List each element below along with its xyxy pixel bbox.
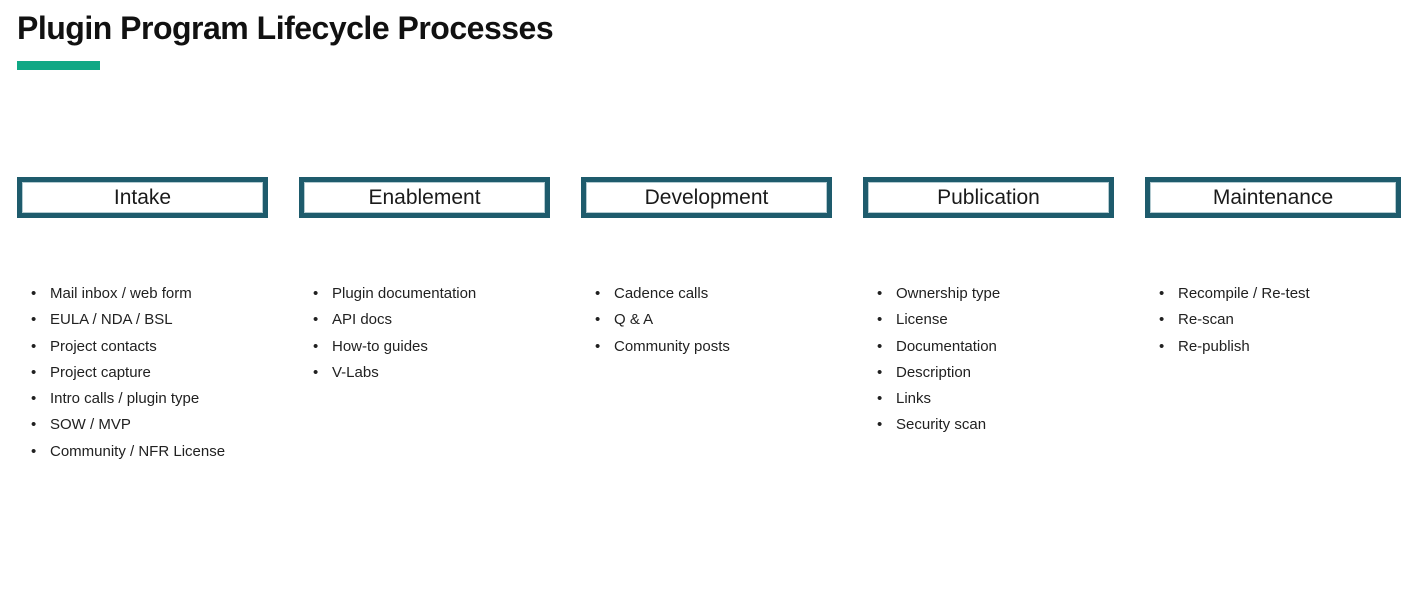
bullet-icon: •: [877, 390, 883, 408]
list-item-text: Q & A: [614, 311, 654, 329]
list-item: • EULA / NDA / BSL: [17, 307, 268, 333]
bullet-icon: •: [877, 363, 883, 381]
list-item: • API docs: [299, 307, 550, 333]
list-item-text: SOW / MVP: [50, 416, 131, 434]
bullet-icon: •: [31, 442, 37, 460]
bullet-icon: •: [1159, 285, 1165, 302]
list-item-text: Community posts: [614, 337, 730, 355]
list-item: • Project capture: [17, 360, 268, 386]
list-item: • Documentation: [863, 334, 1114, 360]
bullet-icon: •: [313, 285, 319, 302]
column-publication: Publication • Ownership type • License • Docu…: [863, 177, 1114, 465]
list-item: • Intro calls / plugin type: [17, 386, 268, 412]
list-item: • Ownership type: [863, 281, 1114, 307]
list-item-text: License: [896, 311, 948, 329]
list-item: • Q & A: [581, 307, 832, 333]
list-item-text: Ownership type: [896, 285, 1001, 302]
list-item-text: How-to guides: [332, 337, 428, 355]
title-accent-rule: [17, 61, 100, 70]
list-item: • SOW / MVP: [17, 412, 268, 438]
list-item: • License: [863, 307, 1114, 333]
list-item-text: V-Labs: [332, 363, 379, 381]
stage-label: Publication: [937, 185, 1040, 209]
stage-box-maintenance: Maintenance: [1145, 177, 1401, 218]
list-item: • Security scan: [863, 412, 1114, 438]
list-item: • Project contacts: [17, 334, 268, 360]
list-item-text: EULA / NDA / BSL: [50, 311, 173, 329]
list-item-text: Documentation: [896, 337, 997, 355]
bullet-icon: •: [595, 337, 601, 355]
bullet-icon: •: [31, 416, 37, 434]
list-item: • Plugin documentation: [299, 281, 550, 307]
bullet-icon: •: [31, 285, 37, 302]
column-enablement: Enablement • Plugin documentation • API doc…: [299, 177, 550, 465]
list-item-text: Re-publish: [1178, 337, 1250, 355]
list-item-text: Description: [896, 363, 972, 381]
stage-box-publication: Publication: [863, 177, 1114, 218]
list-item: • Links: [863, 386, 1114, 412]
list-item-text: Mail inbox / web form: [50, 285, 192, 302]
bullet-icon: •: [1159, 311, 1165, 329]
stage-list-publication: • Ownership type • License • Documentation • De…: [863, 281, 1114, 439]
column-development: Development • Cadence calls • Q & A • Communi…: [581, 177, 832, 465]
bullet-icon: •: [877, 311, 883, 329]
page-title: Plugin Program Lifecycle Processes: [17, 10, 554, 46]
list-item: • Mail inbox / web form: [17, 281, 268, 307]
list-item-text: Recompile / Re-test: [1178, 285, 1310, 302]
list-item-text: Project contacts: [50, 337, 157, 355]
list-item: • Cadence calls: [581, 281, 832, 307]
stage-list-development: • Cadence calls • Q & A • Community posts: [581, 281, 832, 360]
list-item: • Community / NFR License: [17, 439, 268, 465]
stage-list-enablement: • Plugin documentation • API docs • How-to gu…: [299, 281, 550, 386]
list-item-text: Security scan: [896, 416, 987, 434]
list-item-text: Plugin documentation: [332, 285, 477, 302]
list-item-text: Project capture: [50, 363, 151, 381]
stage-list-maintenance: • Recompile / Re-test • Re-scan • Re-publish: [1145, 281, 1401, 360]
list-item-text: API docs: [332, 311, 393, 329]
bullet-icon: •: [877, 285, 883, 302]
column-intake: Intake • Mail inbox / web form • EULA / NDA…: [17, 177, 268, 465]
stage-label: Enablement: [368, 185, 481, 209]
list-item-text: Links: [896, 390, 932, 408]
stage-box-development: Development: [581, 177, 832, 218]
bullet-icon: •: [313, 311, 319, 329]
stage-label: Maintenance: [1212, 185, 1334, 209]
list-item: • Re-scan: [1145, 307, 1401, 333]
list-item: • Description: [863, 360, 1114, 386]
bullet-icon: •: [31, 337, 37, 355]
stage-box-enablement: Enablement: [299, 177, 550, 218]
bullet-icon: •: [595, 311, 601, 329]
bullet-icon: •: [31, 363, 37, 381]
stage-label: Development: [644, 185, 769, 209]
bullet-icon: •: [1159, 337, 1165, 355]
list-item: • Recompile / Re-test: [1145, 281, 1401, 307]
bullet-icon: •: [877, 416, 883, 434]
lifecycle-columns: Intake • Mail inbox / web form • EULA / NDA…: [17, 177, 1401, 465]
list-item-text: Re-scan: [1178, 311, 1234, 329]
list-item-text: Community / NFR License: [50, 442, 226, 460]
stage-box-intake: Intake: [17, 177, 268, 218]
stage-label: Intake: [113, 185, 172, 209]
bullet-icon: •: [595, 285, 601, 302]
bullet-icon: •: [877, 337, 883, 355]
bullet-icon: •: [313, 337, 319, 355]
list-item-text: Intro calls / plugin type: [50, 390, 200, 408]
bullet-icon: •: [313, 363, 319, 381]
stage-list-intake: •Mail inbox / web form•EULA / NDA / BSL•…: [17, 281, 268, 465]
list-item-text: Cadence calls: [614, 285, 709, 302]
list-item: • Community posts: [581, 334, 832, 360]
list-item: • How-to guides: [299, 334, 550, 360]
bullet-icon: •: [31, 390, 37, 408]
bullet-icon: •: [31, 311, 37, 329]
column-maintenance: Maintenance • Recompile / Re-test • Re-scan…: [1145, 177, 1401, 465]
list-item: • V-Labs: [299, 360, 550, 386]
list-item: • Re-publish: [1145, 334, 1401, 360]
